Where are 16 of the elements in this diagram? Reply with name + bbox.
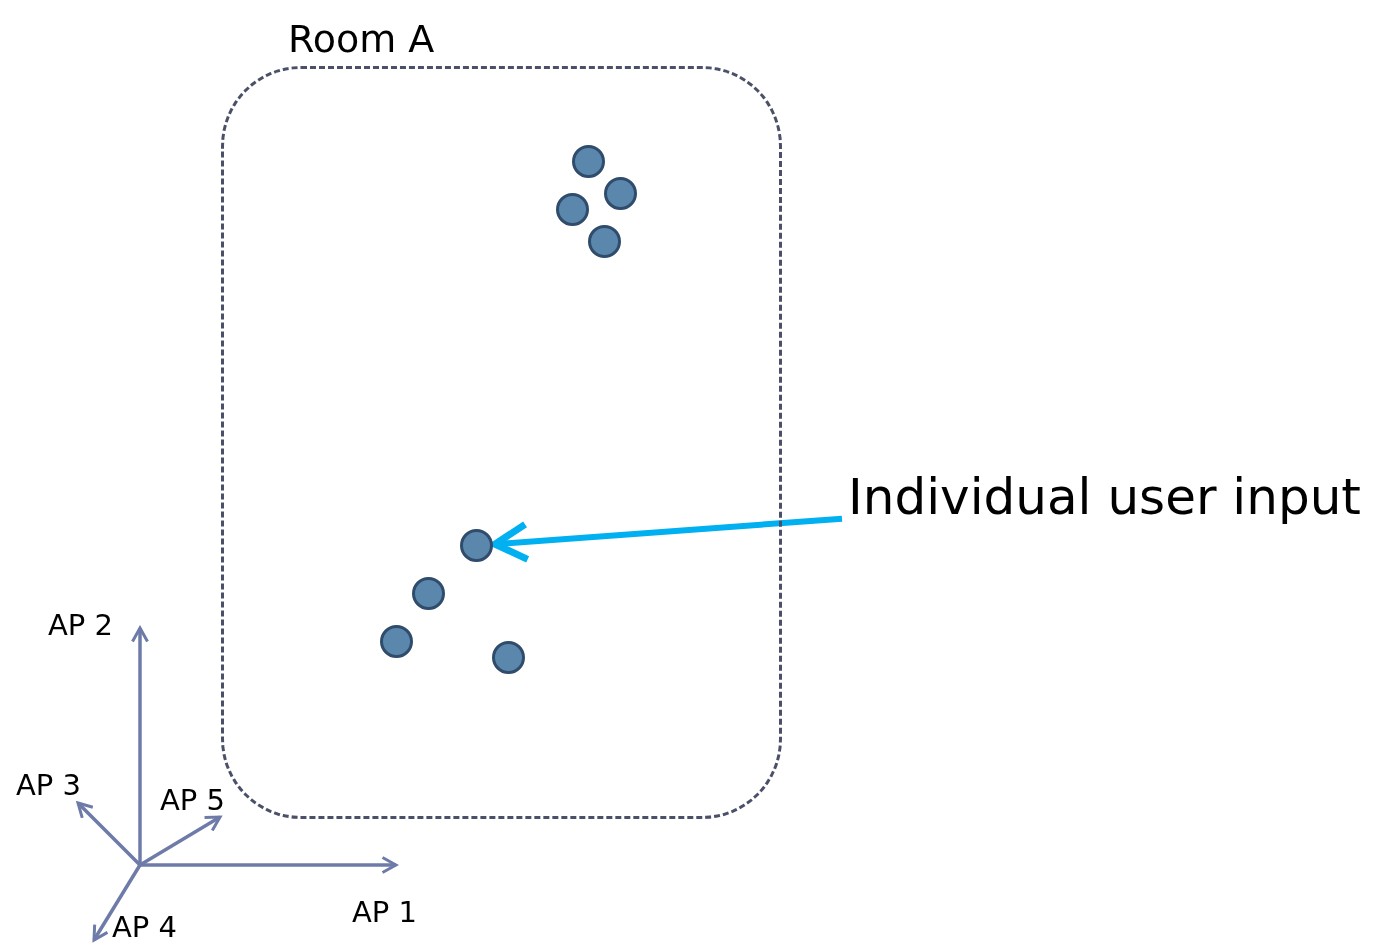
data-point <box>556 193 589 226</box>
room-title: Room A <box>288 17 435 61</box>
data-point <box>380 625 413 658</box>
axis-label: AP 5 <box>160 783 225 817</box>
data-point <box>412 577 445 610</box>
data-point <box>604 177 637 210</box>
arrow <box>491 515 843 563</box>
data-point <box>588 225 621 258</box>
data-point <box>572 145 605 178</box>
callout-text: Individual user input <box>848 468 1368 532</box>
axis-label: AP 3 <box>16 768 81 802</box>
data-point <box>460 529 493 562</box>
data-point <box>492 641 525 674</box>
axis-label: AP 4 <box>112 910 177 944</box>
axis-label: AP 2 <box>48 608 113 642</box>
axis-label: AP 1 <box>352 895 417 929</box>
